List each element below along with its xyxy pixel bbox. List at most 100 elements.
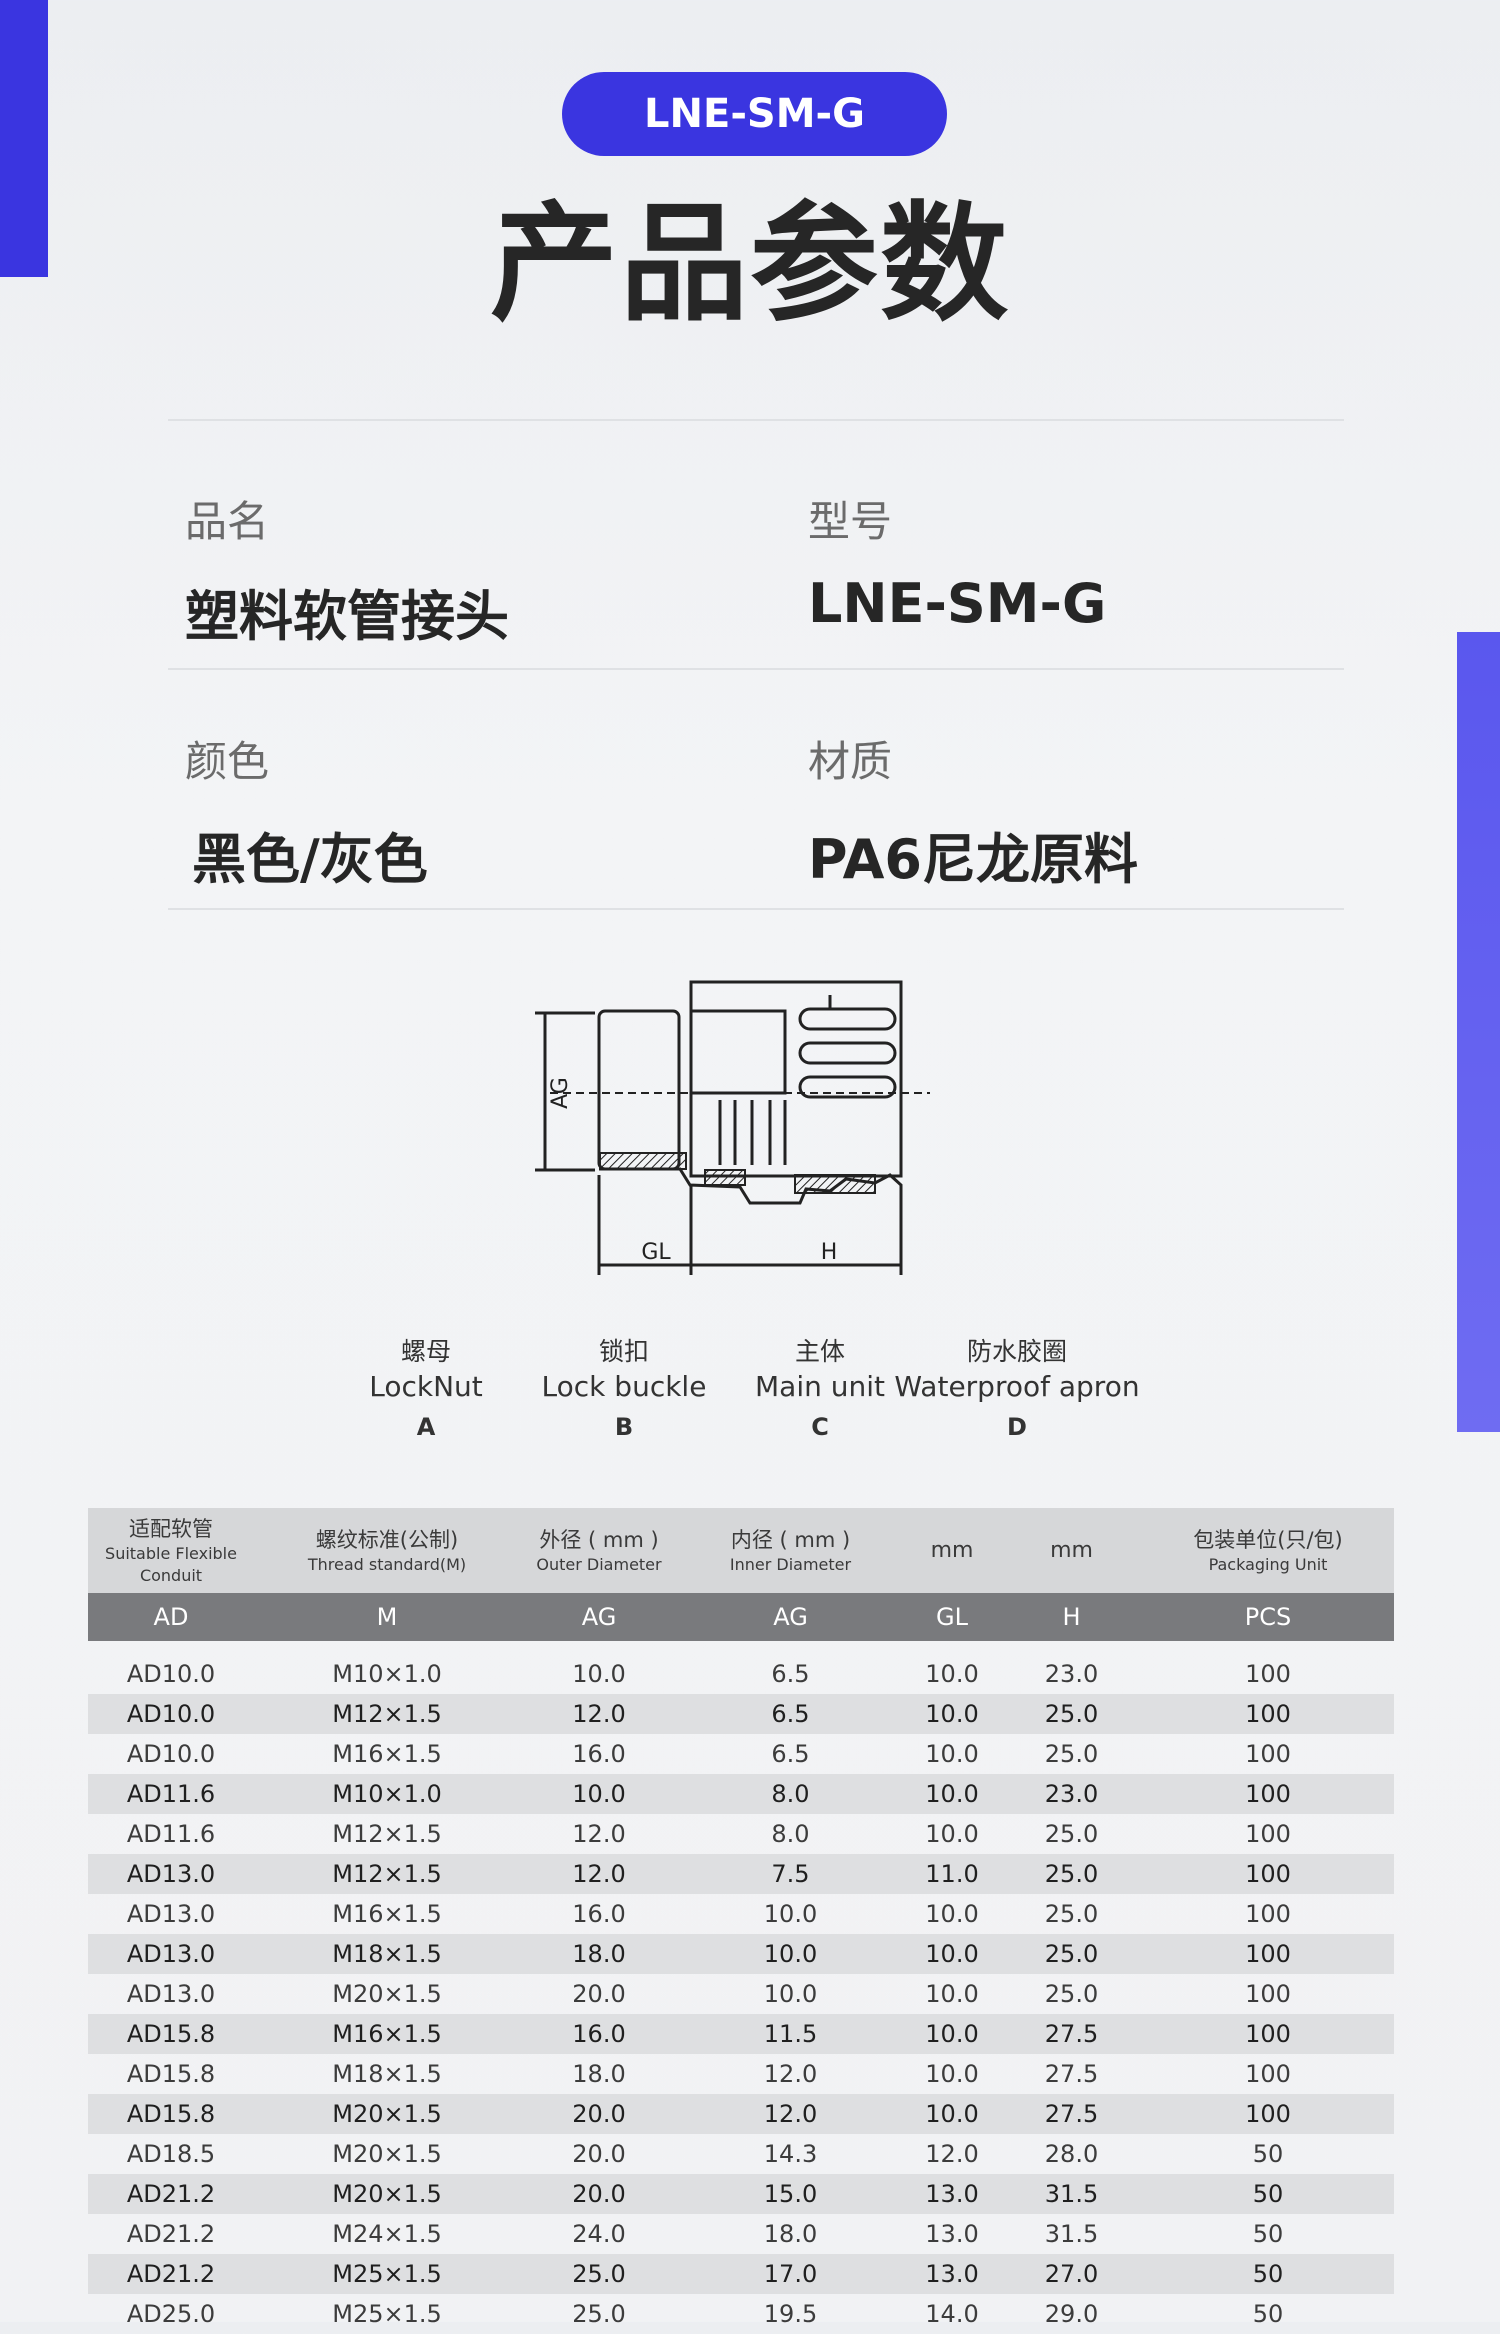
table-cell: 100 [1245,1900,1291,1928]
table-cell: AD11.6 [126,1820,216,1848]
table-cell: AD13.0 [126,1980,216,2008]
table-cell: 25.0 [1044,1820,1099,1848]
table-cell: 12.0 [572,1860,626,1888]
table-cell: 100 [1245,2060,1291,2088]
table-cell: M20×1.5 [332,2100,442,2128]
table-cell: 10.0 [925,1660,979,1688]
part-lock-buckle: 锁扣 Lock buckle B [541,1337,707,1441]
table-cell: 10.0 [925,1900,979,1928]
table-cell: 19.5 [763,2300,818,2328]
table-cell: M25×1.5 [332,2300,442,2328]
dim-gl-label: GL [641,1240,671,1265]
color-value: 黑色/灰色 [192,828,428,891]
table-cell: 12.0 [763,2060,818,2088]
table-cell: 10.0 [763,1980,818,2008]
table-cell: 100 [1245,1980,1291,2008]
table-cell: 100 [1245,2100,1291,2128]
material-label: 材质 [808,737,893,786]
table-cell: 8.0 [771,1820,810,1848]
table-cell: 10.0 [925,1740,979,1768]
table-cell: M20×1.5 [332,2180,442,2208]
connector-diagram: AG GL H [535,980,930,1275]
table-cell: M24×1.5 [332,2220,442,2248]
table-cell: 13.0 [925,2260,979,2288]
table-cell: 12.0 [763,2100,818,2128]
table-cell: 10.0 [925,1780,979,1808]
table-cell: 10.0 [763,1940,818,1968]
table-cell: M12×1.5 [332,1700,442,1728]
table-cell: 25.0 [1044,1980,1099,2008]
table-cell: M10×1.0 [332,1780,442,1808]
table-cell: 10.0 [925,2060,979,2088]
table-cell: 25.0 [1044,1940,1099,1968]
table-cell: 23.0 [1044,1780,1099,1808]
table-cell: 25.0 [1044,1860,1099,1888]
table-cell: 10.0 [925,1700,979,1728]
table-cell: 25.0 [572,2260,626,2288]
left-accent-bar [0,0,48,277]
model-value: LNE-SM-G [808,572,1107,635]
table-cell: 12.0 [925,2140,979,2168]
table-cell: AD18.5 [126,2140,216,2168]
table-cell: M16×1.5 [332,1900,442,1928]
table-cell: AD13.0 [126,1940,216,1968]
table-cell: M12×1.5 [332,1860,442,1888]
table-cell: 6.5 [771,1700,810,1728]
table-cell: AD15.8 [126,2100,216,2128]
dim-ag-label: AG [548,1077,573,1109]
table-cell: 16.0 [572,2020,626,2048]
table-cell: 10.0 [572,1660,626,1688]
table-cell: AD15.8 [126,2020,216,2048]
table-cell: AD15.8 [126,2060,216,2088]
table-cell: AD11.6 [126,1780,216,1808]
table-cell: 20.0 [572,2180,626,2208]
table-cell: M12×1.5 [332,1820,442,1848]
table-cell: 20.0 [572,2100,626,2128]
table-cell: 27.5 [1044,2020,1099,2048]
dim-h-label: H [821,1240,838,1265]
table-cell: 25.0 [1044,1740,1099,1768]
table-cell: 27.5 [1044,2060,1099,2088]
product-name-value: 塑料软管接头 [185,585,509,648]
table-cell: 31.5 [1044,2180,1099,2208]
table-cell: 18.0 [572,1940,626,1968]
table-cell: 16.0 [572,1740,626,1768]
table-cell: 31.5 [1044,2220,1099,2248]
table-cell: AD10.0 [126,1700,216,1728]
table-cell: 10.0 [925,1980,979,2008]
part-main-unit: 主体 Main unit C [755,1337,885,1441]
table-header-codes: AD M AG AG GL H PCS [88,1593,1394,1641]
table-cell: AD21.2 [126,2260,216,2288]
table-cell: 100 [1245,1820,1291,1848]
table-cell: 50 [1252,2180,1284,2208]
table-cell: 50 [1252,2140,1284,2168]
table-cell: 18.0 [763,2220,818,2248]
part-locknut: 螺母 LockNut A [369,1337,483,1441]
table-cell: AD10.0 [126,1740,216,1768]
table-cell: AD21.2 [126,2180,216,2208]
table-cell: 10.0 [925,2100,979,2128]
table-cell: M16×1.5 [332,2020,442,2048]
table-cell: M18×1.5 [332,2060,442,2088]
divider [168,419,1344,421]
table-cell: 12.0 [572,1700,626,1728]
table-cell: 10.0 [763,1900,818,1928]
table-cell: 10.0 [925,1820,979,1848]
table-cell: M16×1.5 [332,1740,442,1768]
table-cell: 17.0 [763,2260,818,2288]
table-cell: AD10.0 [126,1660,216,1688]
table-cell: 28.0 [1044,2140,1099,2168]
